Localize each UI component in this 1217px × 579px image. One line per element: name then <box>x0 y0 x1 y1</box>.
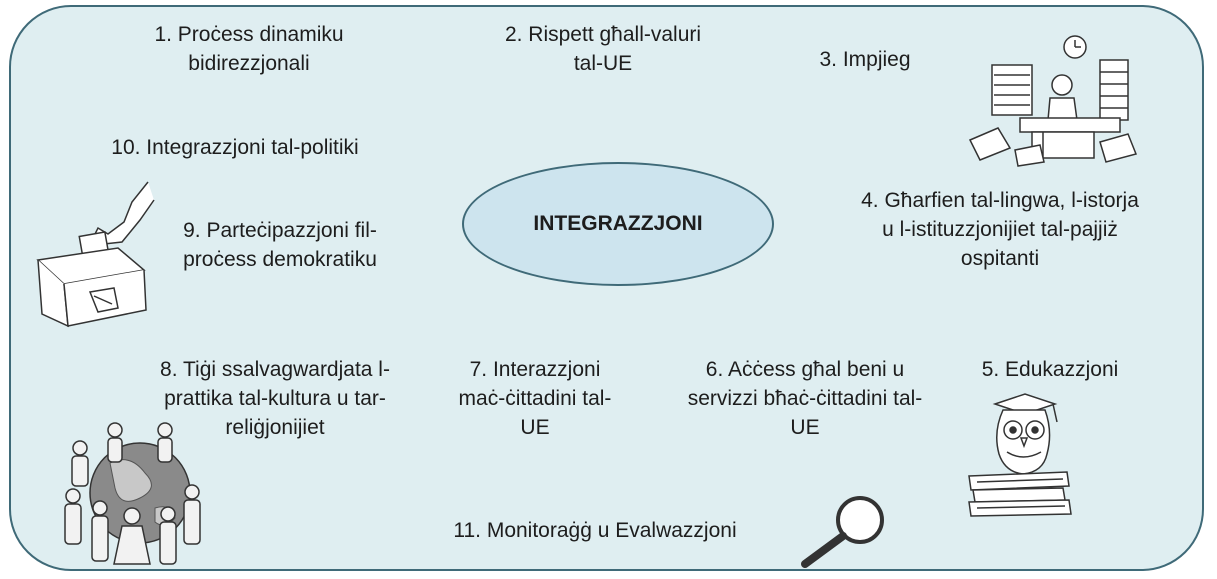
center-label: INTEGRAZZJONI <box>533 212 703 235</box>
item-3-label: 3. Impjieg <box>819 48 911 71</box>
item-4-label: 4. Għarfien tal-lingwa, l-istorja u l-is… <box>861 189 1139 270</box>
item-1-label: 1. Proċess dinamiku bidirezzjonali <box>154 23 344 75</box>
people-around-globe-icon <box>64 422 201 565</box>
item-7-label: 7. Interazzjoni maċ-ċittadini tal- UE <box>458 358 612 439</box>
office-worker-icon <box>968 35 1138 167</box>
magnifying-glass-icon <box>801 496 884 568</box>
item-11-label: 11. Monitoraġġ u Evalwazzjoni <box>453 519 737 542</box>
item-9-label: 9. Parteċipazzjoni fil- proċess demokrat… <box>183 219 377 271</box>
owl-on-books-icon <box>968 393 1072 517</box>
center-ellipse: INTEGRAZZJONI <box>462 162 774 286</box>
item-5-label: 5. Edukazzjoni <box>981 358 1119 381</box>
item-2-label: 2. Rispett għall-valuri tal-UE <box>504 23 702 75</box>
item-10-label: 10. Integrazzjoni tal-politiki <box>111 136 359 159</box>
ballot-box-icon <box>36 181 155 328</box>
item-8-label: 8. Tiġi ssalvagwardjata l- prattika tal-… <box>160 358 390 439</box>
item-6-label: 6. Aċċess għal beni u servizzi bħaċ-ċitt… <box>687 358 923 439</box>
